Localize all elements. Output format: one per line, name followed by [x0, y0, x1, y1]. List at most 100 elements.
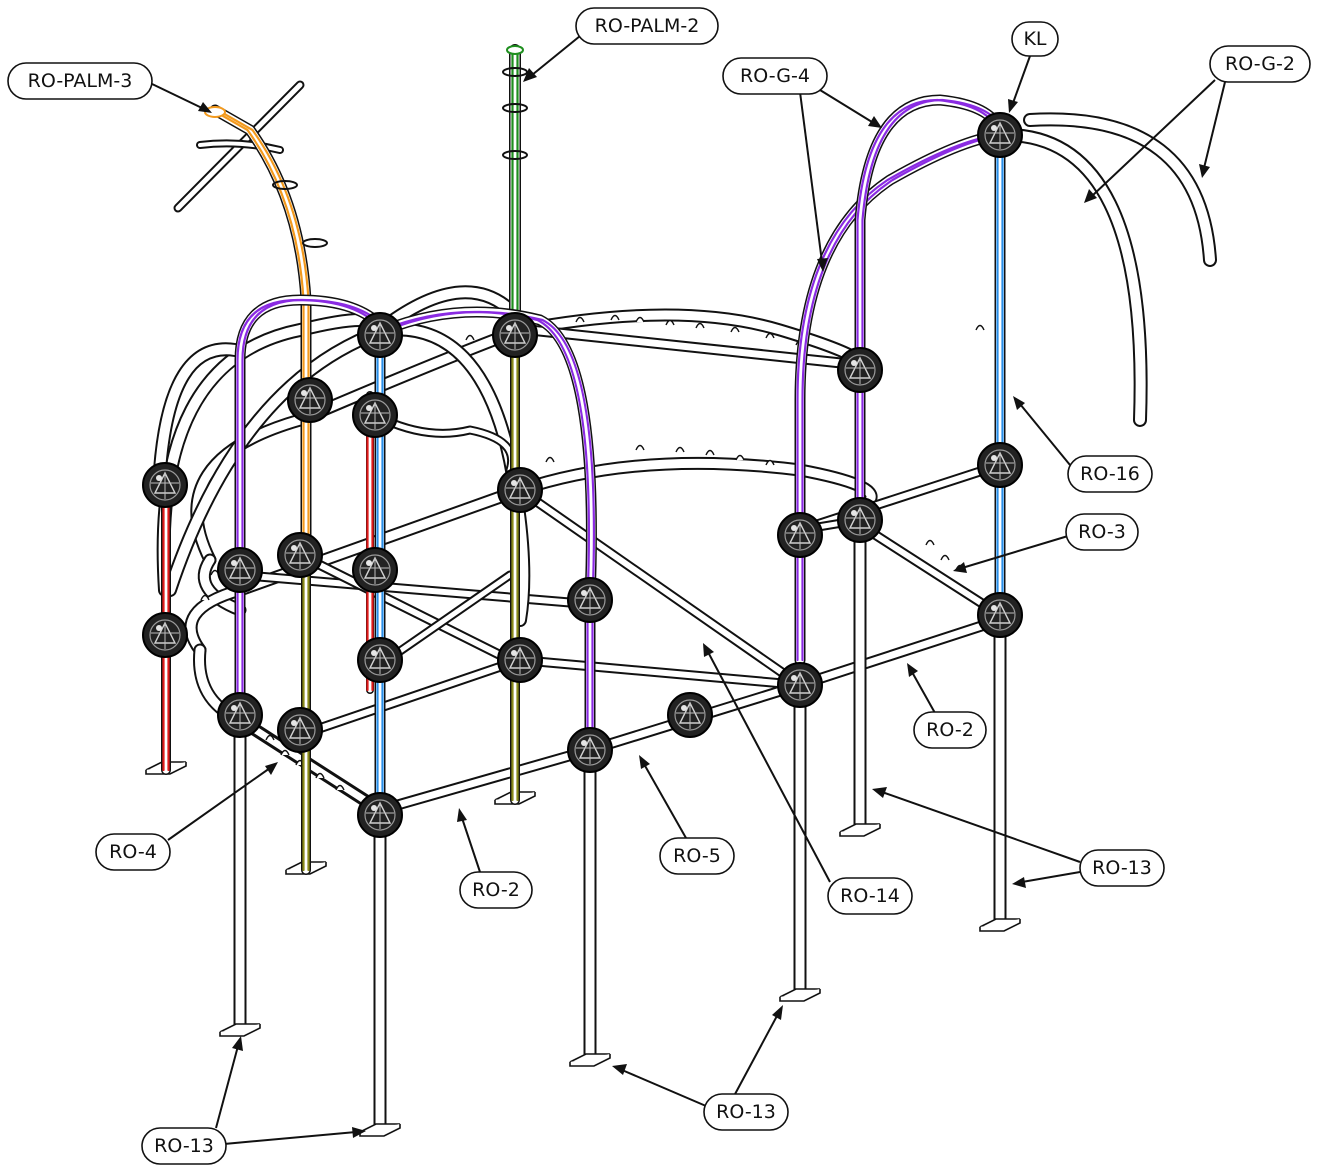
base-plate-6	[979, 918, 1021, 932]
rail-tab-0	[465, 334, 475, 341]
far-left-arch	[153, 342, 242, 477]
callout-ro-13-right: RO-13	[872, 787, 1165, 888]
rail-tab-5	[635, 316, 645, 323]
connector-ball-10	[287, 377, 333, 423]
callout-ro-palm-2: RO-PALM-2	[523, 7, 719, 82]
base-plate-1	[219, 1023, 261, 1037]
callout-ro-palm-3: RO-PALM-3	[7, 62, 212, 113]
rail-tab-15	[735, 454, 745, 461]
rail-tab-8	[730, 326, 740, 333]
base-plate-3	[569, 1053, 611, 1067]
connector-ball-3	[217, 692, 263, 738]
pole-clip-0	[502, 67, 528, 77]
connector-ball-21	[977, 112, 1023, 158]
callout-ro-2-right: RO-2	[907, 663, 987, 749]
base-plate-4	[779, 988, 821, 1002]
upper-left-rail	[235, 570, 605, 610]
connector-ball-9	[357, 792, 403, 838]
rail-tab-19	[280, 749, 290, 756]
rail-tab-9	[765, 332, 775, 339]
part-callouts: RO-PALM-3 RO-PALM-2 RO-G-4 KL	[7, 7, 1311, 1165]
base-plate-5	[839, 823, 881, 837]
rail-tab-22	[335, 784, 345, 791]
callout-ro-g-2: RO-G-2	[1084, 45, 1311, 203]
rail-tab-13	[675, 446, 685, 453]
callout-ro-13-bottom-center: RO-13	[612, 1005, 789, 1131]
post-blue-ro-16	[994, 129, 1006, 626]
connector-ball-4	[277, 532, 323, 578]
connector-ball-14	[567, 577, 613, 623]
label-ro-13-right: RO-13	[1092, 857, 1152, 879]
purple-arch-ro-g-4-inner	[854, 94, 1006, 506]
rail-tab-6	[665, 319, 675, 326]
rail-tab-3	[575, 316, 585, 323]
connector-ball-5	[277, 707, 323, 753]
back-arch-small	[373, 285, 527, 337]
top-oval-rail-left	[197, 553, 247, 617]
callout-ro-5: RO-5	[639, 755, 735, 875]
squiggle-rail	[380, 415, 516, 475]
label-ro-16: RO-16	[1080, 463, 1140, 485]
rail-tab-28	[200, 594, 210, 601]
connector-ball-6	[357, 312, 403, 358]
callout-ro-3: RO-3	[953, 513, 1139, 573]
rail-tab-23	[925, 539, 935, 546]
rail-tab-14	[705, 449, 715, 456]
diag-rail-2	[515, 485, 805, 690]
rail-tab-11	[545, 456, 555, 463]
post-olive-back	[510, 335, 520, 805]
rail-tab-12	[635, 444, 645, 451]
base-plate-2	[359, 1123, 401, 1137]
connector-ball-11	[497, 467, 543, 513]
rail-tab-7	[695, 322, 705, 329]
connector-ball-15	[567, 727, 613, 773]
connector-ball-12	[497, 637, 543, 683]
grey-arch-ro-g-2-a	[993, 127, 1148, 427]
callout-ro-g-4: RO-G-4	[722, 57, 882, 272]
pole-clip-4	[302, 238, 328, 248]
rail-tab-18	[265, 734, 275, 741]
purple-arch-front	[379, 306, 597, 741]
post-orange-ro-palm-3	[209, 104, 312, 556]
callout-ro-14: RO-14	[703, 643, 913, 915]
connector-ball-18	[777, 662, 823, 708]
connector-ball-19	[837, 497, 883, 543]
right-lower-rail	[855, 520, 1005, 620]
diag-rail-1	[295, 550, 525, 670]
connector-ball-16	[667, 692, 713, 738]
rail-tab-16	[765, 459, 775, 466]
callout-ro-2-front: RO-2	[457, 808, 533, 909]
connector-ball-2	[217, 547, 263, 593]
connector-ball-1	[142, 612, 188, 658]
rail-tab-24	[940, 554, 950, 561]
label-ro-g-4: RO-G-4	[740, 65, 810, 87]
connector-ball-20	[837, 347, 883, 393]
label-ro-2-right: RO-2	[926, 719, 974, 741]
purple-arch-ro-g-4-outer	[794, 129, 1006, 666]
label-ro-g-2: RO-G-2	[1225, 53, 1295, 75]
grey-arch-ro-g-2-b	[1023, 112, 1217, 267]
label-ro-13-bottom-left: RO-13	[154, 1135, 214, 1157]
connector-ball-0	[142, 462, 188, 508]
label-ro-2-front: RO-2	[472, 879, 520, 901]
label-ro-3: RO-3	[1078, 521, 1126, 543]
label-ro-5: RO-5	[673, 845, 721, 867]
callout-ro-13-bottom-left: RO-13	[141, 1036, 366, 1165]
label-ro-13-bottom-center: RO-13	[716, 1101, 776, 1123]
connector-ball-23	[977, 592, 1023, 638]
label-kl: KL	[1023, 28, 1046, 50]
rail-tab-21	[315, 772, 325, 779]
callout-kl: KL	[1008, 21, 1059, 113]
connector-ball-22	[977, 442, 1023, 488]
label-ro-palm-2: RO-PALM-2	[595, 15, 700, 37]
rail-tab-4	[610, 314, 620, 321]
short-rail	[375, 570, 515, 670]
palm-2-cap	[506, 45, 524, 55]
connector-ball-7	[352, 392, 398, 438]
callout-ro-4: RO-4	[95, 762, 278, 871]
connector-ball-17	[777, 512, 823, 558]
pole-clip-3	[272, 180, 298, 190]
connector-ball-8	[357, 637, 403, 683]
mid-oval-rail	[184, 456, 878, 657]
label-ro-palm-3: RO-PALM-3	[28, 70, 133, 92]
